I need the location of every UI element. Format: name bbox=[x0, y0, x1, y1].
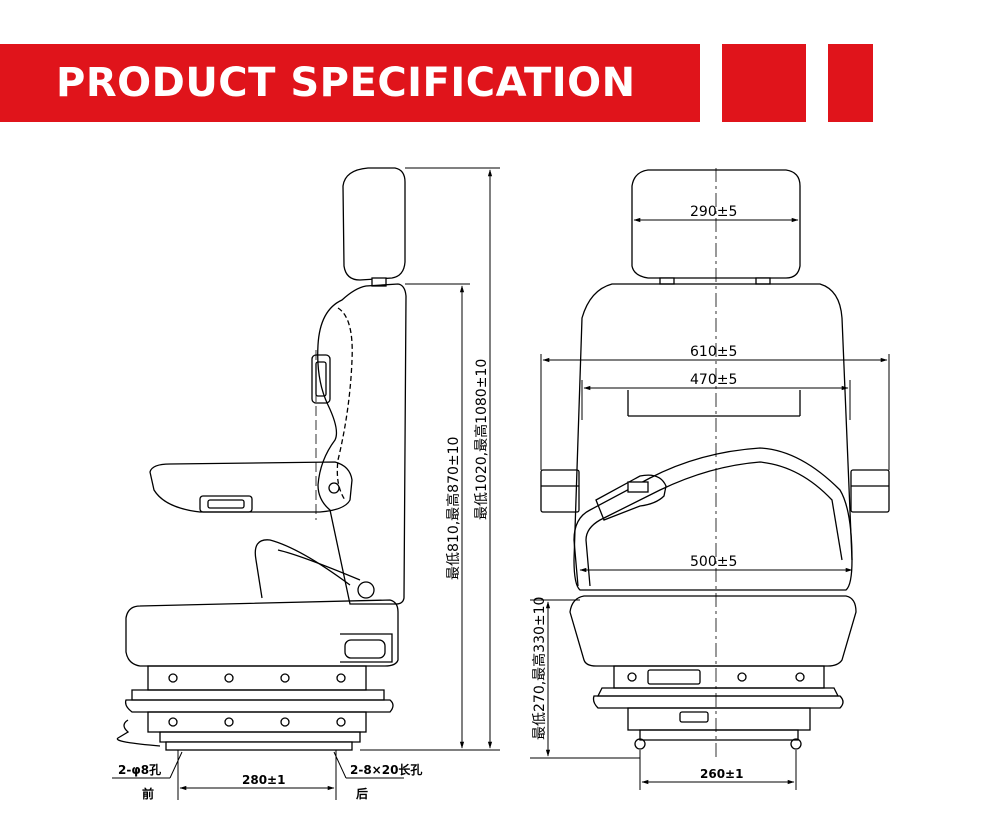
side-height-backrest-label: 最低810,最高870±10 bbox=[445, 437, 462, 580]
side-suspension bbox=[147, 665, 367, 691]
base-height-label: 最低270,最高330±10 bbox=[531, 597, 548, 740]
backrest-outer-width-label: 610±5 bbox=[690, 344, 737, 360]
front-armrest-left bbox=[540, 469, 580, 513]
seat-width-label: 500±5 bbox=[690, 554, 737, 570]
front-headrest bbox=[631, 169, 801, 279]
side-view bbox=[116, 167, 407, 751]
headrest-width-label: 290±5 bbox=[690, 204, 737, 220]
front-label: 前 bbox=[142, 786, 154, 801]
accent-block-2 bbox=[828, 44, 873, 122]
side-backrest bbox=[317, 283, 407, 605]
title-banner: PRODUCT SPECIFICATION bbox=[0, 44, 700, 122]
side-height-headrest-label: 最低1020,最高1080±10 bbox=[473, 359, 490, 520]
side-armrest bbox=[149, 461, 353, 513]
side-dimensions bbox=[112, 167, 500, 800]
page-title: PRODUCT SPECIFICATION bbox=[56, 60, 636, 106]
accent-block-1 bbox=[722, 44, 806, 122]
rear-label: 后 bbox=[356, 786, 368, 801]
front-seat-cushion bbox=[569, 595, 857, 667]
base-rail-width-label: 260±1 bbox=[700, 767, 743, 781]
rear-slot-label: 2-8×20长孔 bbox=[350, 762, 422, 777]
rail-length-label: 280±1 bbox=[242, 773, 285, 787]
front-hole-label: 2-φ8孔 bbox=[118, 763, 161, 777]
backrest-inner-width-label: 470±5 bbox=[690, 372, 737, 388]
front-dimensions bbox=[530, 217, 890, 790]
front-backrest bbox=[573, 283, 853, 591]
side-headrest bbox=[342, 167, 406, 281]
front-armrest-right bbox=[850, 469, 890, 513]
front-view bbox=[540, 169, 890, 750]
front-suspension bbox=[613, 665, 825, 689]
side-seat-cushion bbox=[125, 599, 399, 667]
